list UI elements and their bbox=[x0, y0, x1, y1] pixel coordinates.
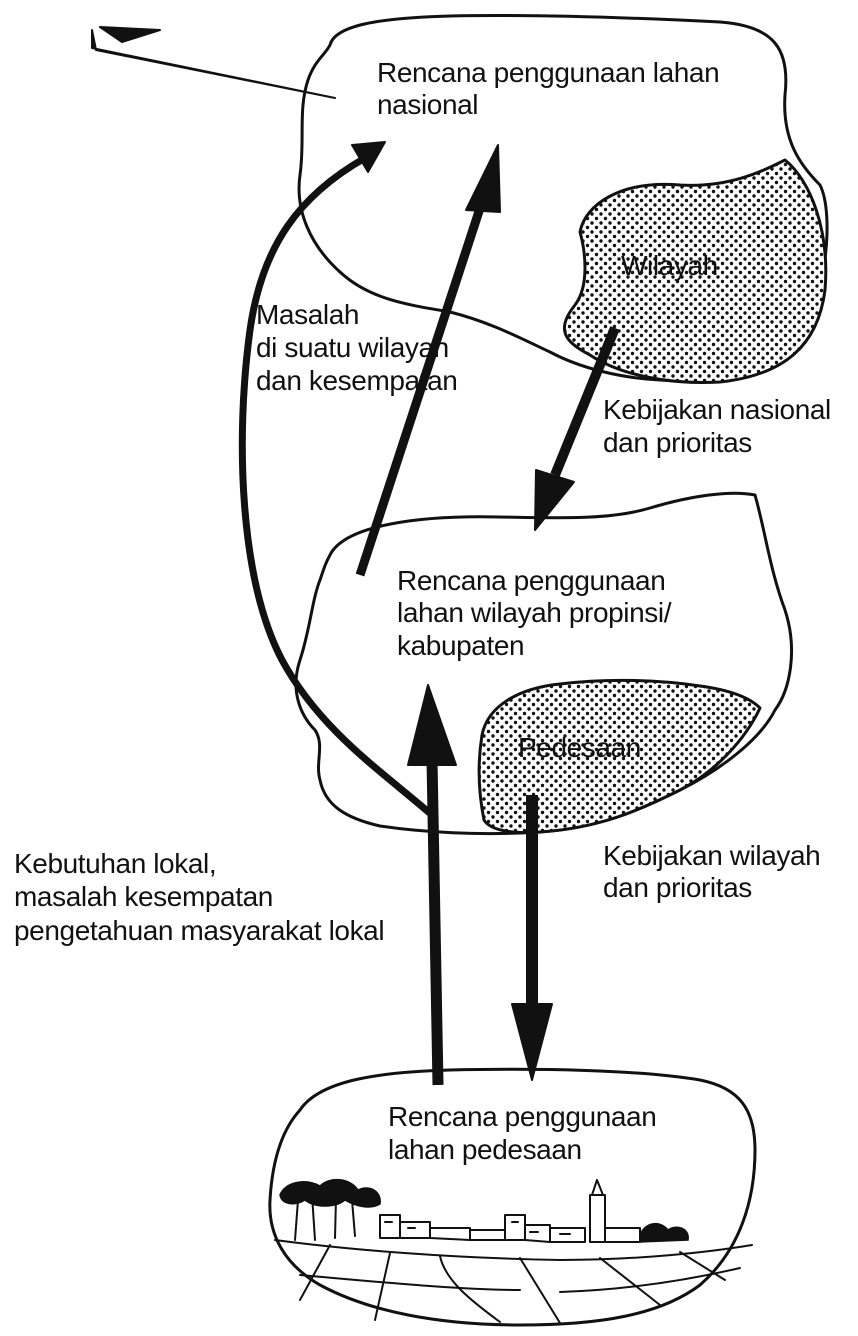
provincial-plan-title-line: kabupaten bbox=[397, 630, 524, 661]
local-needs-arrow bbox=[432, 760, 438, 1085]
regional-issues-label: Masalah di suatu wilayah dan kesempatan bbox=[256, 299, 457, 396]
national-policy-label-line: Kebijakan nasional bbox=[603, 394, 831, 425]
local-needs-label: Kebutuhan lokal, masalah kesempatan peng… bbox=[14, 848, 384, 946]
regional-issues-label-line: di suatu wilayah bbox=[256, 332, 449, 363]
regional-policy-label-line: Kebijakan wilayah bbox=[603, 840, 820, 871]
national-policy-label: Kebijakan nasional dan prioritas bbox=[603, 394, 838, 458]
wilayah-label: Wilayah bbox=[621, 250, 718, 281]
provincial-plan-title-line: Rencana penggunaan bbox=[397, 565, 665, 596]
regional-policy-label-line: dan prioritas bbox=[603, 872, 752, 903]
local-needs-label-line: Kebutuhan lokal, bbox=[14, 848, 216, 879]
regional-issues-label-line: Masalah bbox=[256, 299, 359, 330]
village-plan-title-line: lahan pedesaan bbox=[388, 1134, 582, 1165]
wilayah-label-line: Wilayah bbox=[621, 250, 718, 281]
regional-issues-label-line: dan kesempatan bbox=[256, 365, 457, 396]
national-policy-label-line: dan prioritas bbox=[603, 427, 752, 458]
pedesaan-label-line: Pedesaan bbox=[518, 732, 641, 763]
local-needs-label-line: masalah kesempatan bbox=[14, 881, 273, 912]
local-needs-label-line: pengetahuan masyarakat lokal bbox=[14, 915, 384, 946]
external-input-wedge-tip bbox=[100, 27, 160, 42]
provincial-plan-title-line: lahan wilayah propinsi/ bbox=[397, 597, 672, 628]
national-plan-title-line: Rencana penggunaan lahan bbox=[377, 57, 719, 88]
pedesaan-label: Pedesaan bbox=[518, 732, 641, 763]
regional-policy-label: Kebijakan wilayah dan prioritas bbox=[603, 840, 828, 903]
national-plan-title-line: nasional bbox=[377, 89, 478, 120]
village-plan-title-line: Rencana penggunaan bbox=[388, 1101, 656, 1132]
